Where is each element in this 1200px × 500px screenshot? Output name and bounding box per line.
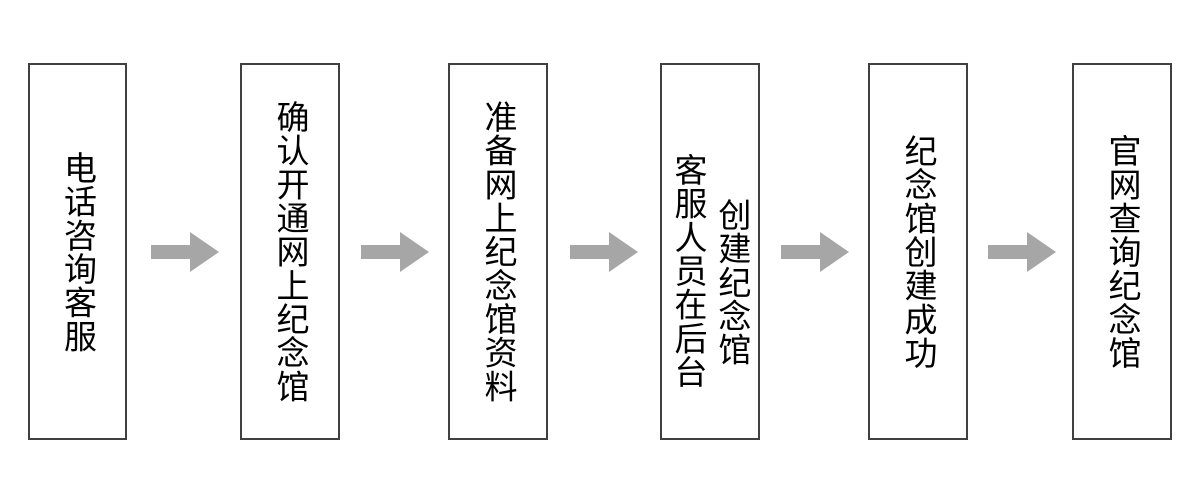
- flow-node-2[interactable]: 确认开通网上纪念馆: [240, 63, 340, 440]
- flow-node-5[interactable]: 纪念馆创建成功: [868, 63, 968, 440]
- flow-node-1-label: 电话咨询客服: [58, 150, 98, 353]
- flow-node-6-label: 官网查询纪念馆: [1102, 133, 1142, 370]
- flow-node-4[interactable]: 客服人员在后台 创建纪念馆: [660, 63, 760, 440]
- flow-node-3-label: 准备网上纪念馆资料: [478, 100, 518, 403]
- flow-node-4-label-column-1: 客服人员在后台: [669, 153, 708, 389]
- flow-node-4-label-column-2: 创建纪念馆: [712, 198, 752, 367]
- flow-arrow-4-right-arrow-icon: [781, 232, 849, 272]
- flow-node-3[interactable]: 准备网上纪念馆资料: [448, 63, 548, 440]
- flow-arrow-3-right-arrow-icon: [570, 232, 638, 272]
- flow-arrow-2-right-arrow-icon: [361, 232, 429, 272]
- flow-node-6[interactable]: 官网查询纪念馆: [1072, 63, 1172, 440]
- flow-node-2-label: 确认开通网上纪念馆: [270, 100, 310, 403]
- flow-arrow-5-right-arrow-icon: [988, 232, 1056, 272]
- flow-node-1[interactable]: 电话咨询客服: [28, 63, 127, 440]
- flow-arrow-1-right-arrow-icon: [151, 232, 219, 272]
- flow-node-5-label: 纪念馆创建成功: [898, 133, 938, 370]
